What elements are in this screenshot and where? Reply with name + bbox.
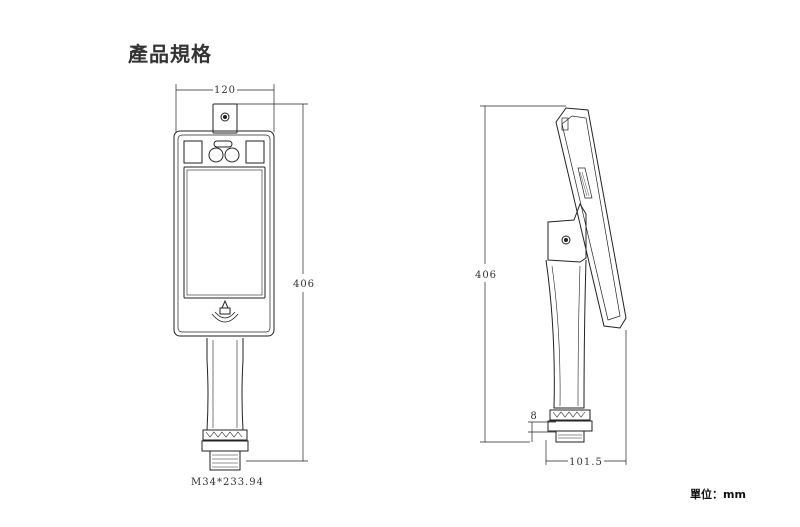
nfc-icon bbox=[211, 299, 239, 323]
side-gap-dimension bbox=[528, 421, 556, 442]
side-bracket bbox=[547, 202, 587, 263]
display-screen bbox=[183, 166, 266, 299]
front-view bbox=[173, 84, 308, 471]
front-width-dimension bbox=[175, 84, 275, 132]
threaded-base bbox=[201, 429, 249, 471]
side-depth-label: 101.5 bbox=[569, 457, 603, 468]
thermal-sensor-module bbox=[212, 103, 238, 134]
unit-label: 單位：mm bbox=[690, 488, 746, 501]
side-screen-body bbox=[555, 107, 627, 329]
front-height-label: 406 bbox=[293, 279, 315, 290]
side-depth-dimension bbox=[545, 330, 627, 465]
side-height-dimension bbox=[480, 105, 566, 443]
front-sensors bbox=[183, 140, 265, 164]
side-view bbox=[480, 105, 627, 465]
front-width-label: 120 bbox=[214, 85, 236, 96]
device-body bbox=[173, 130, 275, 337]
page-title: 產品規格 bbox=[128, 42, 212, 66]
front-height-dimension bbox=[232, 103, 308, 462]
thread-spec-label: M34*233.94 bbox=[191, 477, 264, 488]
side-pole bbox=[545, 259, 587, 409]
side-threaded-base bbox=[547, 409, 593, 443]
side-height-label: 406 bbox=[475, 270, 497, 281]
side-gap-label: 8 bbox=[530, 411, 537, 422]
stand-pole bbox=[206, 338, 244, 431]
